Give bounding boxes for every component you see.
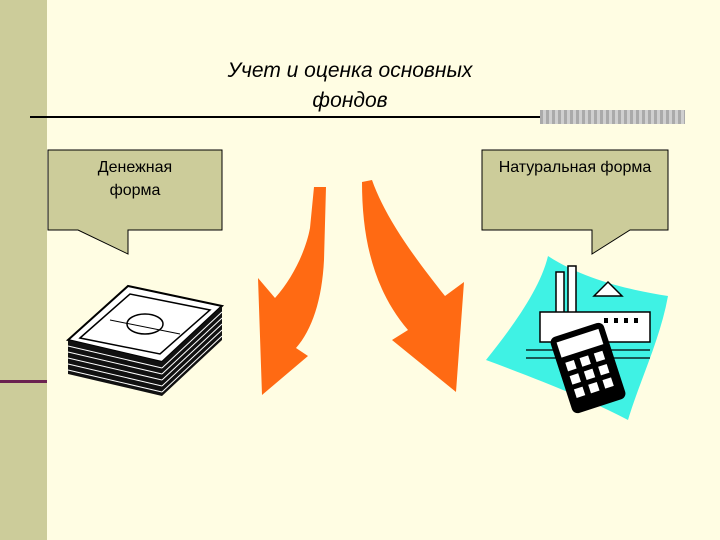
- money-stack-icon: [68, 286, 222, 396]
- callout-left-label: Денежная форма: [60, 156, 210, 202]
- factory-calculator-icon: [486, 256, 668, 420]
- curved-arrow-right-icon: [362, 180, 464, 392]
- callout-right-label: Натуральная форма: [484, 156, 666, 179]
- curved-arrow-left-icon: [258, 187, 326, 395]
